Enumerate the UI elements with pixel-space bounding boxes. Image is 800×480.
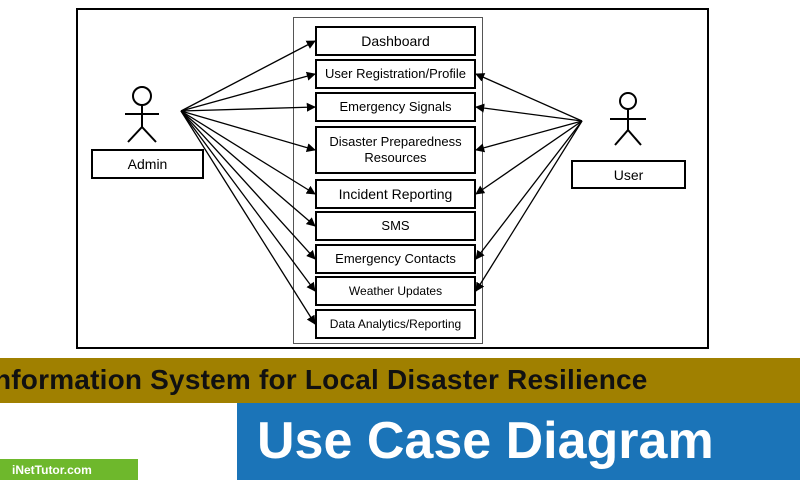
use-case-emergency-contacts[interactable]: Emergency Contacts [315, 244, 476, 274]
site-badge[interactable]: iNetTutor.com [0, 459, 138, 480]
user-associations [475, 73, 583, 292]
admin-associations [180, 40, 316, 325]
user-to-weather-updates-arrow [475, 120, 583, 292]
subtitle-text: Information System for Local Disaster Re… [0, 364, 648, 395]
admin-to-emergency-signals-arrow [180, 102, 316, 112]
admin-to-weather-updates-arrow [180, 110, 316, 292]
user-to-disaster-preparedness-resources-arrow [475, 120, 583, 153]
user-actor-label[interactable]: User [571, 160, 686, 189]
admin-to-sms-arrow [180, 110, 316, 227]
admin-to-user-registration-profile-arrow [180, 71, 316, 112]
use-case-emergency-signals[interactable]: Emergency Signals [315, 92, 476, 122]
use-case-weather-updates[interactable]: Weather Updates [315, 276, 476, 306]
use-case-disaster-preparedness[interactable]: Disaster Preparedness Resources [315, 126, 476, 174]
admin-actor-icon [125, 86, 159, 143]
use-case-user-registration[interactable]: User Registration/Profile [315, 59, 476, 89]
title-text: Use Case Diagram [257, 412, 714, 470]
user-to-emergency-contacts-arrow [475, 120, 583, 260]
user-to-emergency-signals-arrow [475, 103, 583, 122]
use-case-sms[interactable]: SMS [315, 211, 476, 241]
use-case-data-analytics[interactable]: Data Analytics/Reporting [315, 309, 476, 339]
use-case-dashboard[interactable]: Dashboard [315, 26, 476, 56]
admin-to-emergency-contacts-arrow [180, 110, 316, 260]
use-case-disaster-preparedness-line1: Disaster Preparedness [329, 134, 462, 150]
use-case-disaster-preparedness-line2: Resources [364, 150, 427, 165]
title-band: Use Case Diagram [237, 403, 800, 480]
user-to-incident-reporting-arrow [475, 120, 583, 195]
admin-to-disaster-preparedness-resources-arrow [180, 110, 316, 153]
user-actor-icon [610, 92, 646, 146]
admin-to-data-analytics-reporting-arrow [180, 110, 316, 325]
admin-to-dashboard-arrow [180, 40, 316, 112]
admin-to-incident-reporting-arrow [180, 110, 316, 195]
subtitle-band: Information System for Local Disaster Re… [0, 358, 800, 403]
user-to-user-registration-profile-arrow [475, 73, 583, 122]
admin-actor-label[interactable]: Admin [91, 149, 204, 179]
use-case-incident-reporting[interactable]: Incident Reporting [315, 179, 476, 209]
